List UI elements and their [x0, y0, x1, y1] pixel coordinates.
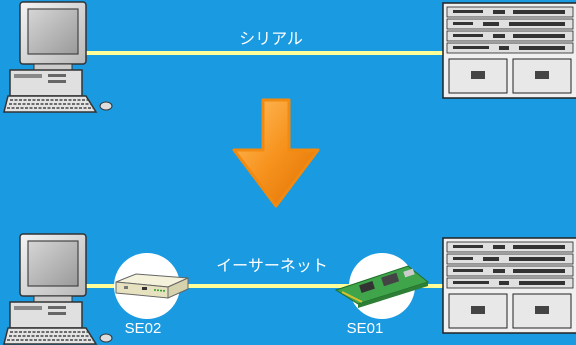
router-icon: [442, 2, 576, 99]
ethernet-label: イーサーネット: [216, 256, 328, 275]
se01-label: SE01: [347, 320, 384, 337]
computer-icon-bottom: [3, 233, 113, 345]
router-icon-bottom: [442, 237, 576, 334]
network-card-icon: [334, 265, 430, 308]
converter-device-icon: [115, 273, 189, 299]
computer-icon: [3, 1, 113, 113]
down-arrow-icon: [232, 98, 320, 208]
se02-label: SE02: [125, 320, 162, 337]
serial-label: シリアル: [239, 29, 303, 48]
